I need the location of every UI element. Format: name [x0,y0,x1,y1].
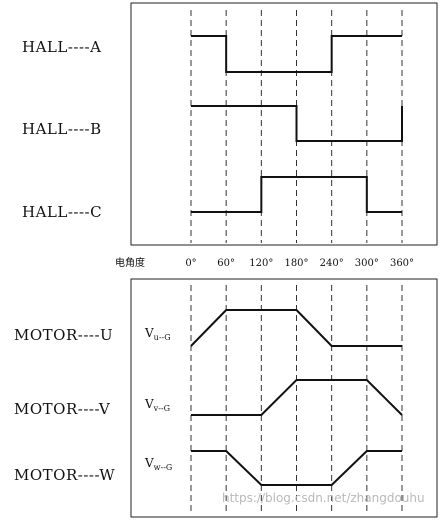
angle-ticks: 0° 60° 120° 180° 240° 300° 360° [185,258,414,269]
hall-c-label: HALL----C [22,203,102,221]
motor-v-label: MOTOR----V [14,400,111,418]
motor-waveforms [190,309,403,486]
angle-tick-label: 360° [390,258,414,269]
hall-b-wave [191,105,403,142]
hall-a-wave [191,35,402,73]
hall-panel [130,2,438,246]
motor-u-voltage-label: Vu--G [144,326,171,342]
motor-w-voltage-label: Vw--G [144,456,172,472]
motor-v-voltage-label: Vv--G [144,397,170,413]
motor-panel [130,278,438,518]
hall-a-label: HALL----A [22,38,101,56]
motor-u-label: MOTOR----U [14,326,113,344]
motor-w-label: MOTOR----W [14,466,115,484]
watermark: https://blog.csdn.net/zhangdouhu [222,491,425,505]
hall-b-label: HALL----B [22,120,102,138]
hall-c-wave [191,176,402,213]
angle-tick-label: 120° [249,258,273,269]
angle-tick-label: 300° [355,258,379,269]
motor-grid [190,285,403,514]
angle-axis-title: 电角度 [115,256,145,269]
motor-v-wave [191,379,403,416]
hall-waveforms [191,35,403,213]
motor-u-wave [190,309,402,347]
angle-tick-label: 240° [320,258,344,269]
angle-tick-label: 0° [185,258,196,269]
motor-w-wave [191,450,402,486]
angle-tick-label: 60° [217,258,235,269]
angle-tick-label: 180° [284,258,308,269]
